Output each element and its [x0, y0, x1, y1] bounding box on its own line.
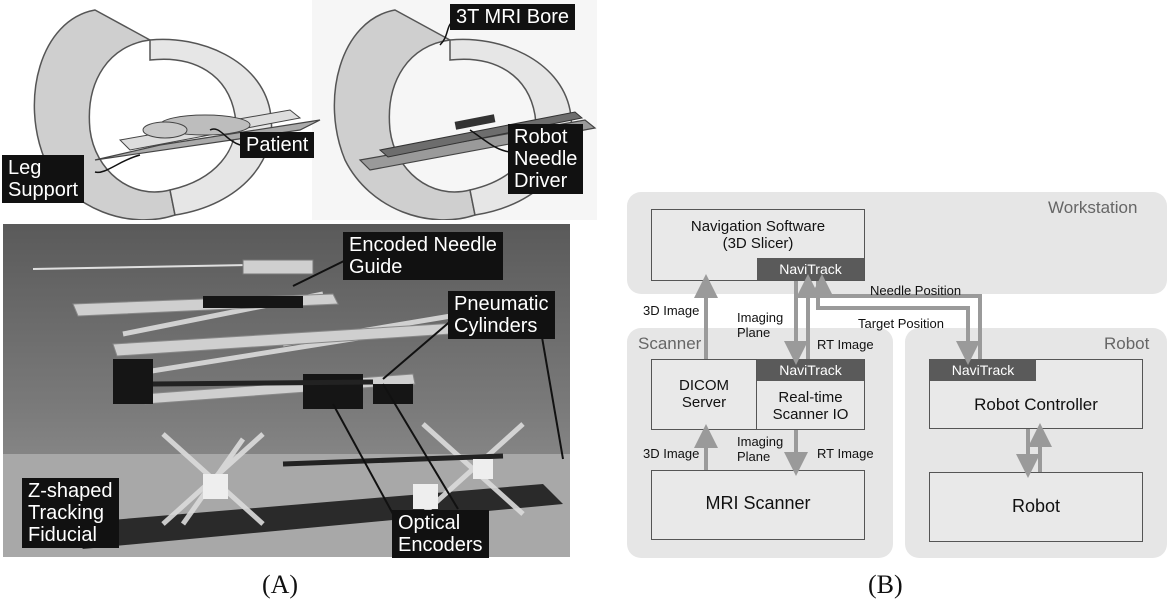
dicom-server-label: DICOM Server: [679, 377, 729, 411]
scanner-label: Scanner: [638, 334, 702, 353]
arrow-target-position: [816, 281, 980, 365]
callout-encoded-needle-guide: Encoded Needle Guide: [343, 232, 503, 280]
callout-leg-support: Leg Support: [2, 155, 85, 203]
robot-box: Robot: [929, 472, 1143, 542]
navitrack-scanner: NaviTrack: [757, 359, 864, 381]
arrow-needle-position: [810, 274, 982, 359]
label-3d-image-bottom: 3D Image: [643, 446, 700, 461]
callout-z-shaped-fiducial: Z-shaped Tracking Fiducial: [22, 478, 119, 548]
panel-a-label: (A): [262, 570, 299, 599]
label-needle-position: Needle Position: [870, 283, 962, 298]
callout-robot-needle-driver: Robot Needle Driver: [508, 124, 584, 194]
label-rt-image-bottom: RT Image: [817, 446, 874, 461]
robot-region-label: Robot: [1104, 334, 1150, 353]
callout-3t-mri-bore: 3T MRI Bore: [450, 4, 575, 30]
robot-box-label: Robot: [1011, 496, 1061, 516]
realtime-scanner-io-label: Real-time Scanner IO: [772, 389, 849, 423]
label-3d-image-top: 3D Image: [643, 303, 700, 318]
label-imaging-plane-bottom: Imaging Plane: [737, 434, 784, 464]
panel-b-label: (B): [868, 570, 903, 599]
dicom-server-box: DICOM Server: [651, 359, 757, 430]
mri-scanner-label: MRI Scanner: [705, 493, 811, 513]
navigation-software-label: Navigation Software (3D Slicer): [690, 218, 826, 252]
label-rt-image-top: RT Image: [817, 337, 874, 352]
navitrack-workstation: NaviTrack: [757, 258, 864, 280]
callout-patient: Patient: [240, 132, 315, 158]
robot-controller-label: Robot Controller: [974, 395, 1098, 414]
workstation-label: Workstation: [1048, 198, 1138, 217]
callout-optical-encoders: Optical Encoders: [392, 510, 489, 558]
callout-pneumatic-cylinders: Pneumatic Cylinders: [448, 291, 555, 339]
navitrack-robot: NaviTrack: [930, 359, 1036, 381]
mri-bore-render: [0, 0, 600, 220]
mri-scanner-box: MRI Scanner: [651, 470, 865, 540]
label-imaging-plane-top: Imaging Plane: [737, 310, 784, 340]
label-target-position: Target Position: [858, 316, 944, 331]
